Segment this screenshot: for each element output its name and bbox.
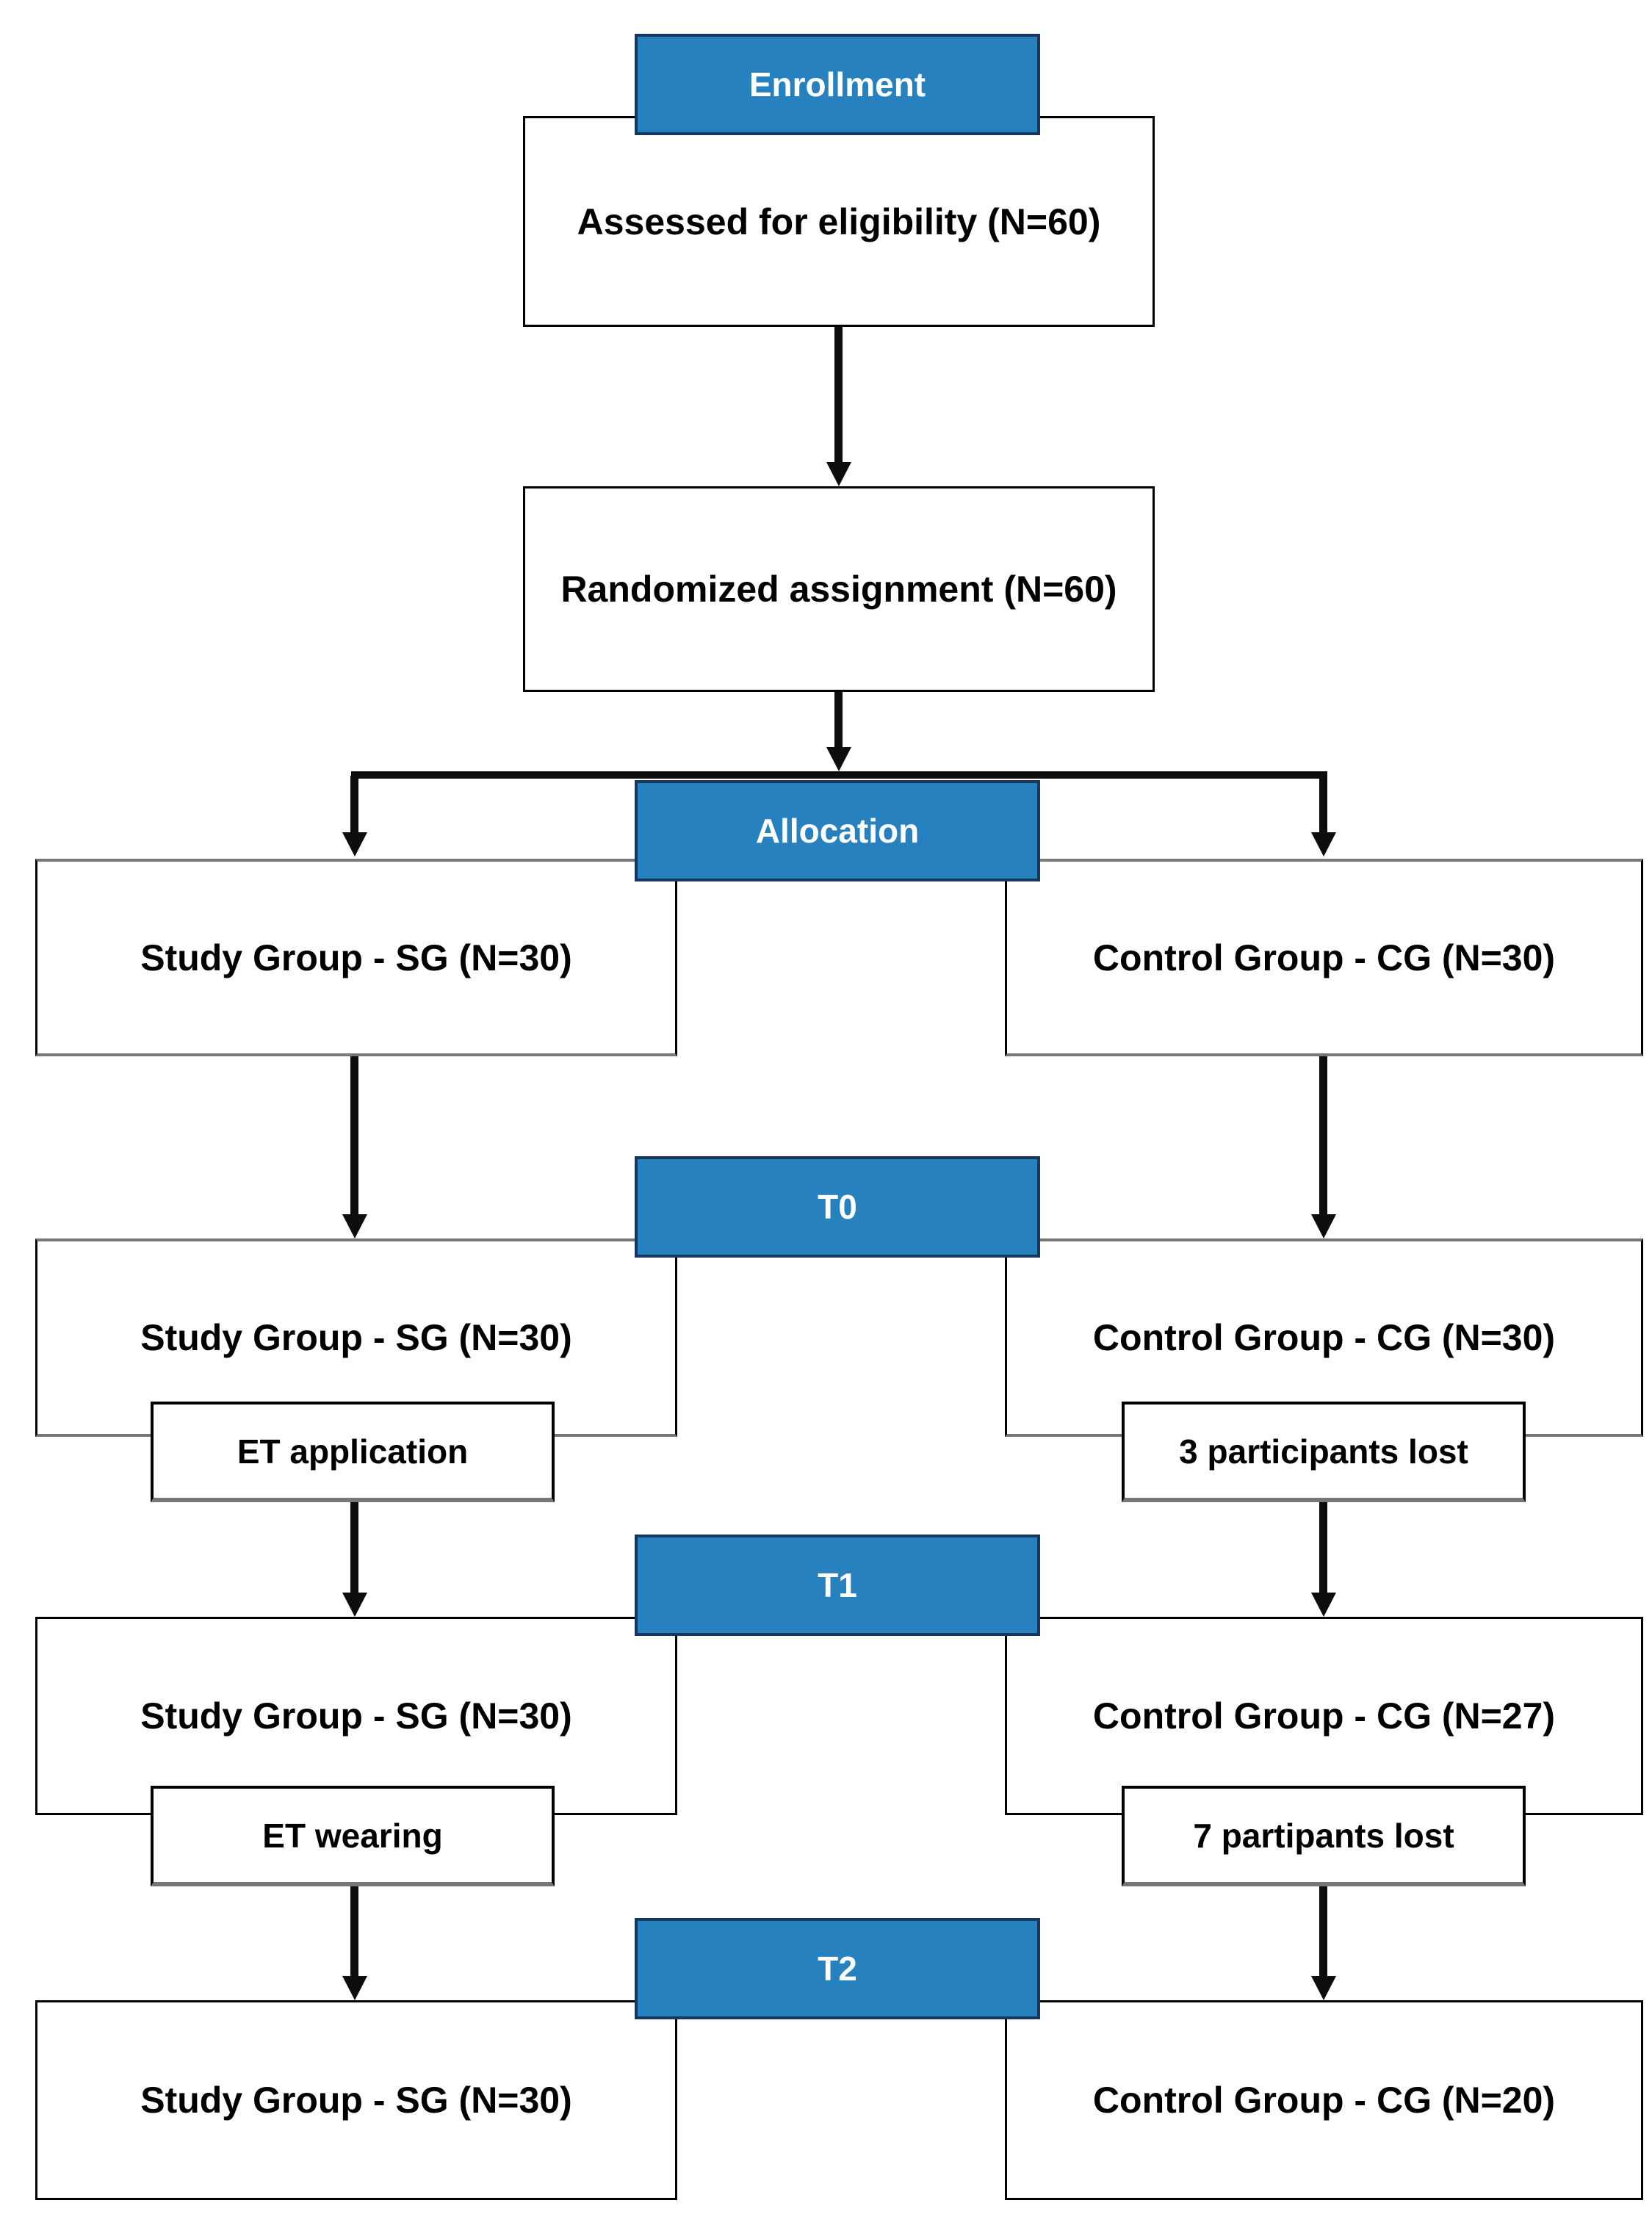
- box-t2-study-group: Study Group - SG (N=30): [35, 2000, 677, 2200]
- banner-enrollment: Enrollment: [635, 34, 1040, 135]
- box-allocation-study-group: Study Group - SG (N=30): [35, 859, 677, 1056]
- arrow-t1-to-t2-study: [350, 1886, 358, 1976]
- arrow-t0-to-t1-control: [1319, 1502, 1327, 1593]
- arrow-allocation-to-t0-study: [350, 1056, 358, 1214]
- arrow-assessed-to-randomized: [834, 327, 843, 462]
- banner-t1: T1: [635, 1535, 1040, 1636]
- arrowhead-branch-to-study: [342, 832, 367, 857]
- arrowhead-branch-to-control: [1311, 832, 1336, 857]
- banner-t2: T2: [635, 1918, 1040, 2019]
- box-assessed-for-eligibility: Assessed for eligibility (N=60): [523, 116, 1155, 327]
- note-et-wearing: ET wearing: [151, 1786, 555, 1886]
- box-allocation-control-group: Control Group - CG (N=30): [1005, 859, 1643, 1056]
- arrowhead-t0-to-t1-study: [342, 1593, 367, 1617]
- arrow-allocation-to-t0-control: [1319, 1056, 1327, 1214]
- box-t2-control-group: Control Group - CG (N=20): [1005, 2000, 1643, 2200]
- arrowhead-t1-to-t2-control: [1311, 1976, 1336, 2000]
- arrow-branch-to-study: [350, 776, 358, 832]
- arrowhead-allocation-to-t0-control: [1311, 1214, 1336, 1238]
- arrowhead-t1-to-t2-study: [342, 1976, 367, 2000]
- arrow-randomized-to-branch: [834, 692, 843, 747]
- box-randomized-assignment: Randomized assignment (N=60): [523, 486, 1155, 692]
- note-3-participants-lost: 3 participants lost: [1122, 1402, 1526, 1502]
- arrowhead-assessed-to-randomized: [826, 462, 851, 486]
- branch-line: [351, 771, 1327, 779]
- note-7-partipants-lost: 7 partipants lost: [1122, 1786, 1526, 1886]
- note-et-application: ET application: [151, 1402, 555, 1502]
- arrowhead-allocation-to-t0-study: [342, 1214, 367, 1238]
- box-t1-control-group: Control Group - CG (N=27): [1005, 1617, 1643, 1815]
- arrow-t0-to-t1-study: [350, 1502, 358, 1593]
- arrow-branch-to-control: [1319, 776, 1327, 832]
- arrowhead-t0-to-t1-control: [1311, 1593, 1336, 1617]
- banner-allocation: Allocation: [635, 780, 1040, 881]
- banner-t0: T0: [635, 1156, 1040, 1258]
- box-t1-study-group: Study Group - SG (N=30): [35, 1617, 677, 1815]
- arrowhead-randomized-to-branch: [826, 747, 851, 771]
- arrow-t1-to-t2-control: [1319, 1886, 1327, 1976]
